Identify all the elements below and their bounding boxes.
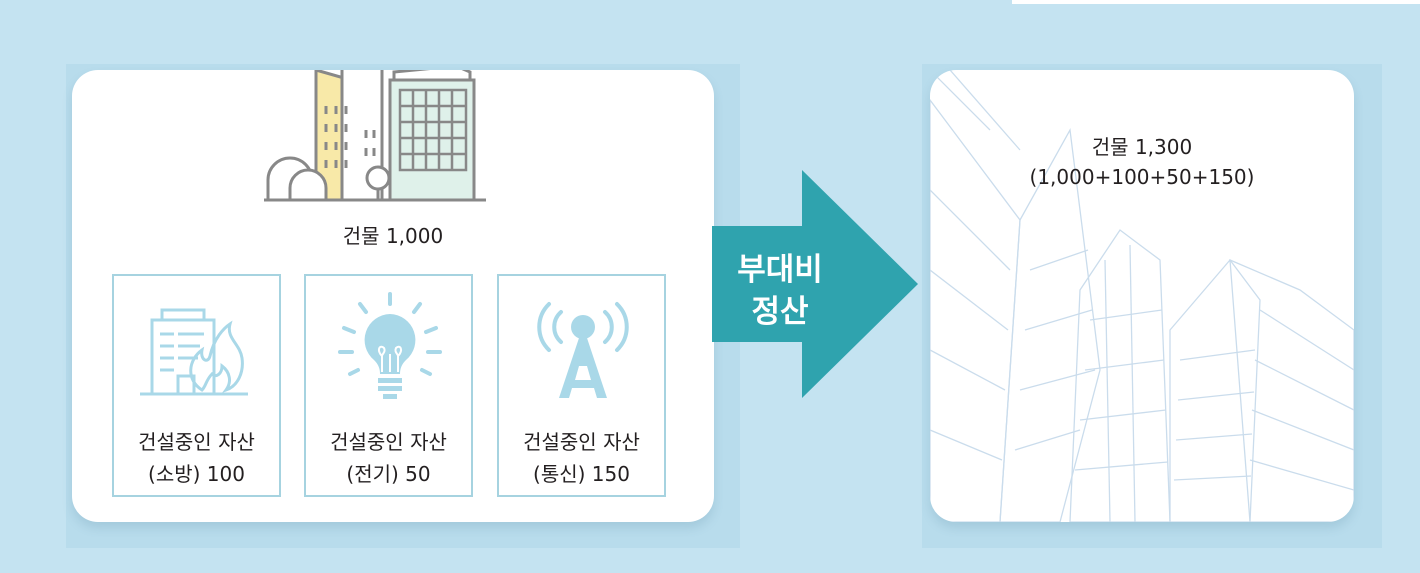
settlement-arrow <box>712 170 918 398</box>
asset-label-value: (전기) 50 <box>346 462 431 486</box>
asset-label-title: 건설중인 자산 <box>330 430 447 454</box>
fire-building-icon <box>140 308 248 396</box>
asset-label-title: 건설중인 자산 <box>138 430 255 454</box>
result-panel: 건물 1,300 (1,000+100+50+150) <box>930 70 1354 522</box>
city-buildings-icon <box>264 70 486 202</box>
lightbulb-icon <box>338 292 442 399</box>
skyscraper-sketch-background <box>930 70 1354 522</box>
antenna-icon <box>537 302 629 398</box>
top-white-strip <box>1012 0 1420 4</box>
asset-box-power: 건설중인 자산 (전기) 50 <box>304 274 473 497</box>
building-caption: 건물 1,000 <box>342 224 444 248</box>
result-total: 건물 1,300 <box>1091 135 1193 159</box>
asset-label-value: (소방) 100 <box>148 462 245 486</box>
result-caption: 건물 1,300 (1,000+100+50+150) <box>930 132 1354 192</box>
asset-box-fire: 건설중인 자산 (소방) 100 <box>112 274 281 497</box>
arrow-label-line2: 정산 <box>751 294 809 330</box>
asset-label-title: 건설중인 자산 <box>523 430 640 454</box>
result-formula: (1,000+100+50+150) <box>1029 165 1255 189</box>
asset-box-comm: 건설중인 자산 (통신) 150 <box>497 274 666 497</box>
arrow-label-line1: 부대비 <box>737 252 823 288</box>
source-panel: 건물 1,000 건설중인 자산 (소방) 100 <box>72 70 714 522</box>
asset-label-value: (통신) 150 <box>533 462 630 486</box>
